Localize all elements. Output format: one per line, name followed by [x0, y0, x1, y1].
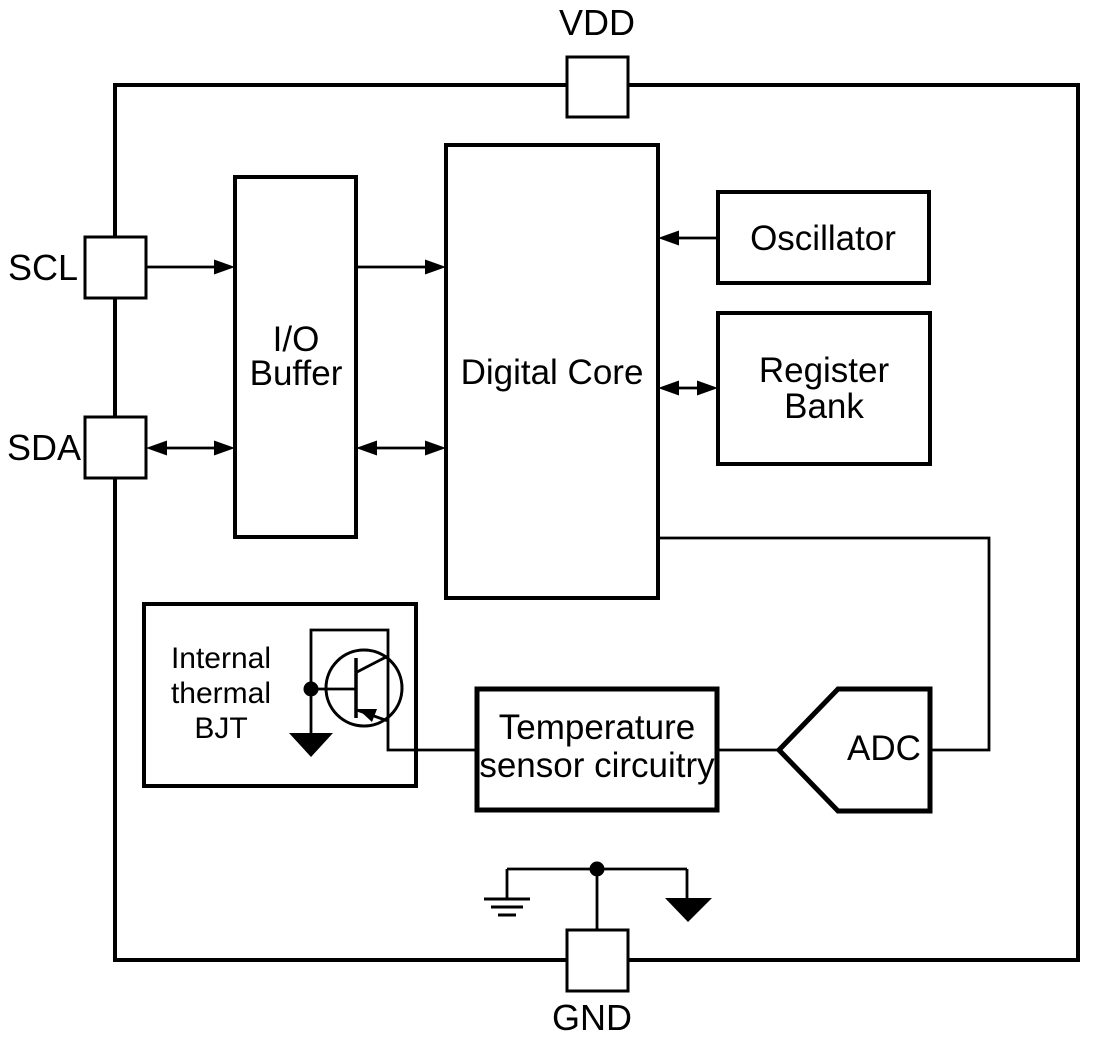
oscillator-box	[716, 190, 931, 285]
bjt-junction-dot	[303, 681, 319, 697]
temperature-sensor-label-line1: Temperature	[499, 708, 695, 747]
pnp-transistor-symbol	[289, 628, 477, 757]
core-register-right-arrowhead-icon	[697, 380, 718, 396]
scl-pin-pad	[83, 235, 148, 300]
chassis-ground-triangle-icon	[665, 898, 712, 922]
vdd-pin-label: VDD	[559, 2, 635, 43]
io-buffer-label-line1: I/O	[273, 320, 320, 359]
digital-core-box	[444, 143, 660, 600]
internal-thermal-bjt-box	[142, 602, 418, 788]
digital-core-label: Digital Core	[461, 353, 644, 392]
core-to-adc-wire	[658, 536, 991, 752]
internal-thermal-bjt-label-line3: BJT	[194, 712, 247, 745]
core-register-left-arrowhead-icon	[658, 380, 679, 396]
transistor-collector	[356, 654, 389, 674]
transistor-emitter-arrow-icon	[358, 709, 377, 722]
gnd-pin-label: GND	[552, 997, 632, 1038]
io-buffer-label-line2: Buffer	[250, 354, 343, 393]
io-core-left-arrowhead-icon	[356, 440, 377, 456]
bjt-ground-triangle-icon	[289, 733, 333, 757]
sda-pin-pad	[83, 415, 148, 480]
io-buffer-box	[233, 175, 358, 539]
oscillator-to-core-arrowhead-icon	[658, 230, 679, 246]
scl-to-io-arrowhead-icon	[214, 259, 235, 275]
gnd-pin-pad	[565, 928, 630, 993]
register-bank-label-line2: Bank	[784, 387, 864, 426]
sda-io-right-arrowhead-icon	[214, 440, 235, 456]
sda-io-left-arrowhead-icon	[146, 440, 167, 456]
io-to-core-arrowhead-icon	[425, 259, 446, 275]
sda-pin-label: SDA	[7, 427, 81, 468]
adc-label: ADC	[847, 729, 921, 768]
scl-pin-label: SCL	[8, 247, 78, 288]
gnd-junction-dot	[589, 861, 605, 877]
register-bank-box	[716, 311, 932, 466]
internal-thermal-bjt-label-line2: thermal	[171, 677, 271, 710]
internal-thermal-bjt-label-line1: Internal	[171, 642, 271, 675]
register-bank-label-line1: Register	[759, 351, 890, 390]
bjt-wire-loop	[309, 628, 477, 752]
oscillator-label: Oscillator	[750, 219, 896, 258]
vdd-pin-pad	[565, 55, 630, 119]
adc-pentagon	[775, 686, 933, 814]
temperature-sensor-label-line2: sensor circuitry	[479, 746, 715, 785]
ground-network	[484, 861, 712, 932]
io-core-right-arrowhead-icon	[425, 440, 446, 456]
